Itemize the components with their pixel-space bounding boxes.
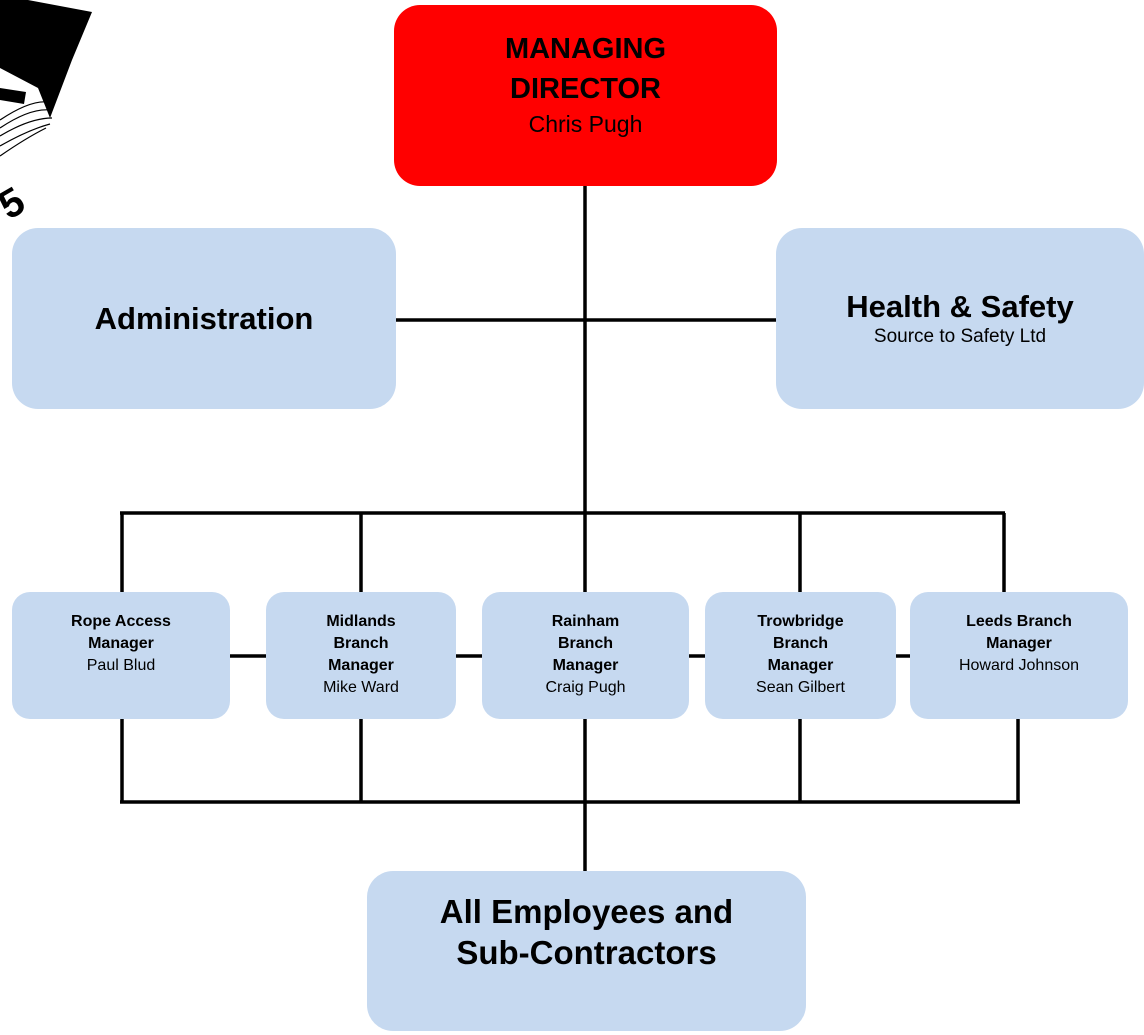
branch-box-leeds: Leeds Branch Manager Howard Johnson xyxy=(910,592,1128,719)
branch-title-line: Branch xyxy=(557,635,614,652)
logo-bar xyxy=(0,88,26,104)
managing-director-title-line1: MANAGING xyxy=(504,33,667,65)
branch-title-line: Manager xyxy=(552,657,619,674)
branch-title-line: Trowbridge xyxy=(757,613,844,630)
logo-ribbon-lines xyxy=(0,101,53,157)
branch-title-line: Rope Access xyxy=(71,613,171,630)
all-employees-line2: Sub-Contractors xyxy=(456,934,717,971)
branch-title-line: Midlands xyxy=(326,613,396,630)
branch-box-rainham: Rainham Branch Manager Craig Pugh xyxy=(482,592,689,719)
branch-manager-name: Mike Ward xyxy=(323,679,399,696)
health-safety-label: Health & Safety xyxy=(846,288,1074,324)
branch-manager-name: Howard Johnson xyxy=(958,657,1080,674)
managing-director-name: Chris Pugh xyxy=(528,111,643,137)
all-employees-box: All Employees and Sub-Contractors xyxy=(367,871,806,1031)
branch-title-line: Branch xyxy=(772,635,829,652)
branch-manager-name: Sean Gilbert xyxy=(756,679,845,696)
branch-title-line: Manager xyxy=(767,657,834,674)
administration-box: Administration xyxy=(12,228,396,409)
health-safety-box: Health & Safety Source to Safety Ltd xyxy=(776,228,1144,409)
branch-box-midlands: Midlands Branch Manager Mike Ward xyxy=(266,592,456,719)
administration-label: Administration xyxy=(94,300,314,336)
branch-manager-name: Paul Blud xyxy=(86,657,156,674)
branch-manager-name: Craig Pugh xyxy=(545,679,626,696)
logo-star-shape xyxy=(0,0,92,118)
managing-director-box: MANAGING DIRECTOR Chris Pugh xyxy=(394,5,777,186)
branch-title-line: Leeds Branch xyxy=(966,613,1072,630)
branch-box-rope-access: Rope Access Manager Paul Blud xyxy=(12,592,230,719)
managing-director-title-line2: DIRECTOR xyxy=(510,73,661,105)
branch-title-line: Branch xyxy=(333,635,389,652)
branch-box-trowbridge: Trowbridge Branch Manager Sean Gilbert xyxy=(705,592,896,719)
branch-title-line: Manager xyxy=(986,635,1052,652)
health-safety-provider: Source to Safety Ltd xyxy=(873,325,1047,347)
branch-title-line: Manager xyxy=(88,635,154,652)
logo-fragment: 5 xyxy=(0,0,92,228)
branch-title-line: Rainham xyxy=(551,613,620,630)
all-employees-line1: All Employees and xyxy=(439,893,734,930)
branch-title-line: Manager xyxy=(328,657,394,674)
